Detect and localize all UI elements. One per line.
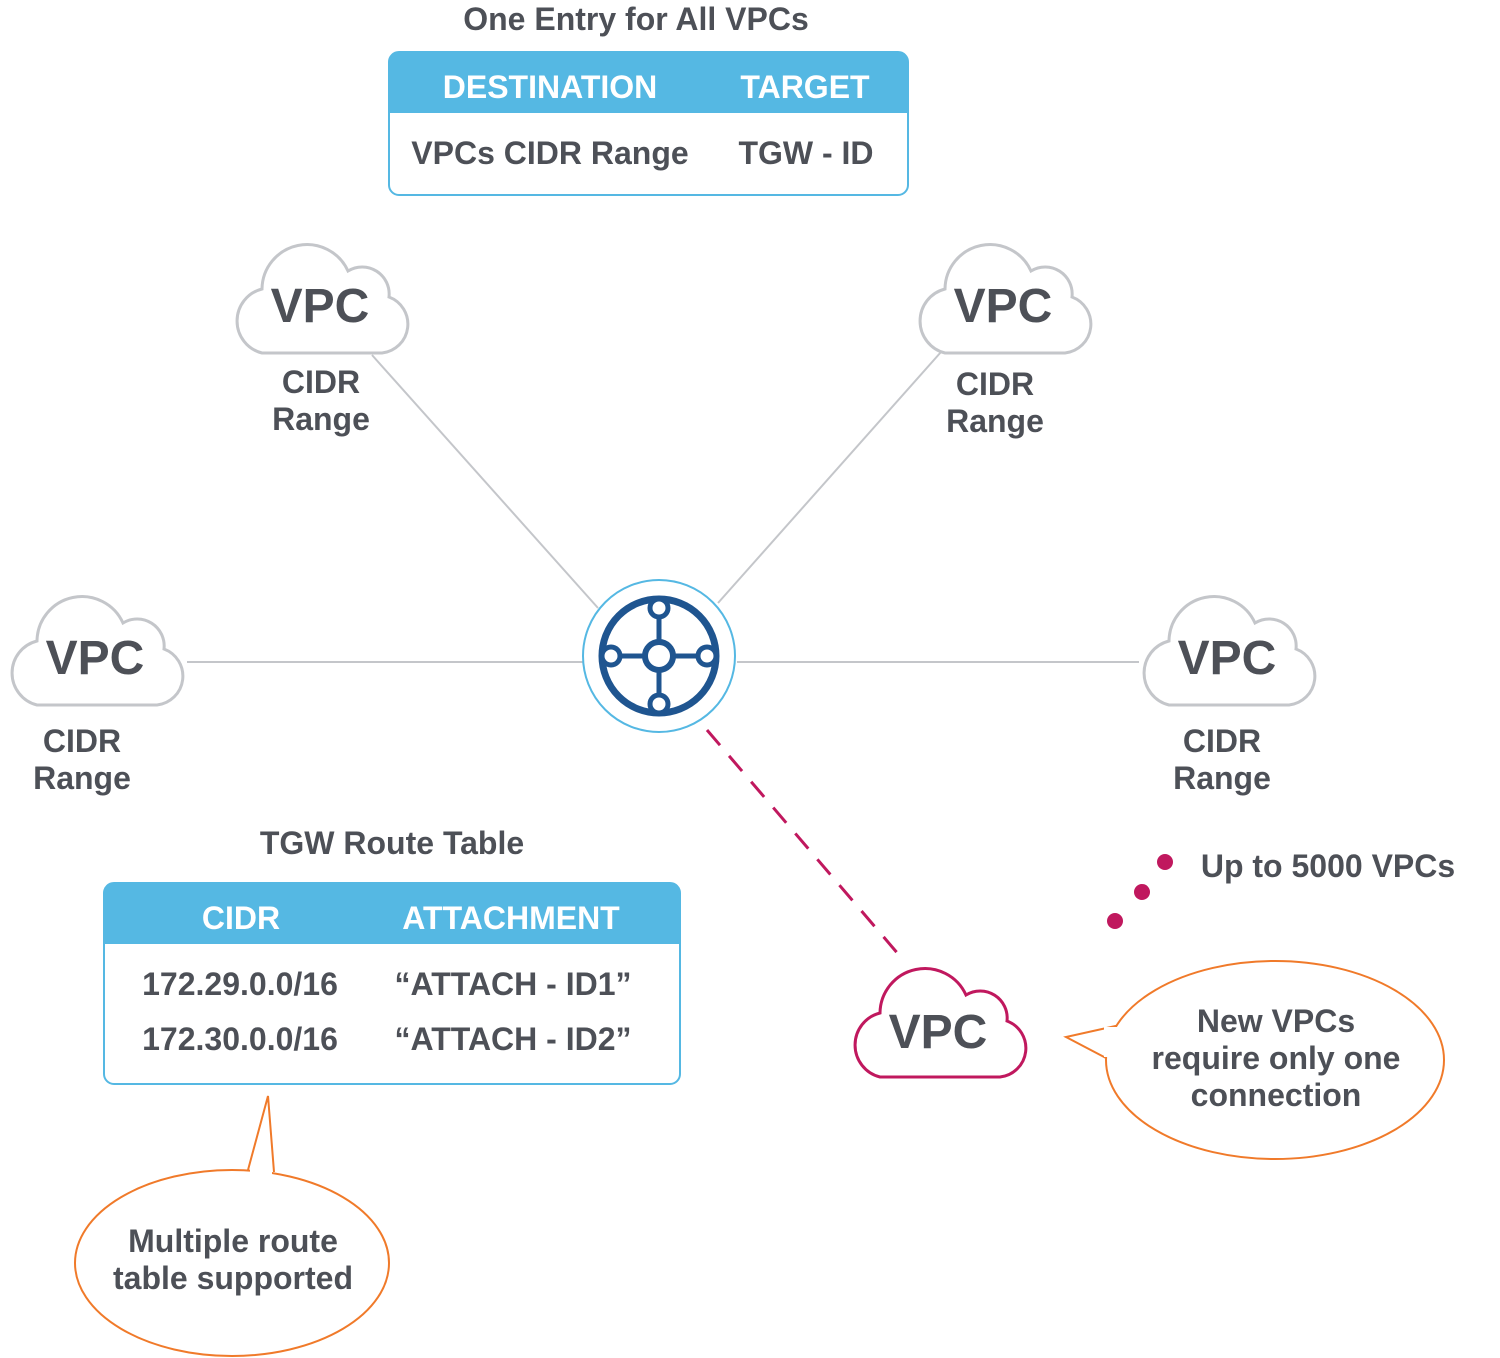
vpc-label: VPC [889, 1006, 988, 1059]
callout-text: table supported [113, 1260, 353, 1296]
more-vpcs-dots-icon [1107, 854, 1173, 929]
vpc-label: VPC [954, 280, 1053, 333]
cell-target: TGW - ID [738, 135, 873, 171]
header-attachment: ATTACHMENT [402, 900, 620, 936]
vpc-right: VPC CIDR Range [1142, 595, 1317, 796]
link-top-right [717, 351, 942, 604]
route-table-title: TGW Route Table [260, 825, 524, 861]
link-top-left [371, 354, 599, 609]
cidr-label: Range [1173, 760, 1271, 796]
cidr-label: Range [946, 403, 1044, 439]
callout-text: New VPCs [1197, 1003, 1355, 1039]
new-vpc: VPC [853, 967, 1028, 1079]
vpc-label: VPC [271, 280, 370, 333]
link-new-vpc-dashed [705, 729, 907, 963]
top-route-table: DESTINATION TARGET VPCs CIDR Range TGW -… [388, 51, 909, 196]
cidr-label: Range [33, 760, 131, 796]
cidr-label: Range [272, 401, 370, 437]
callout-new-vpcs: New VPCs require only one connection [1063, 960, 1445, 1160]
callout-route-tables: Multiple route table supported [74, 1095, 390, 1357]
top-table-title: One Entry for All VPCs [463, 1, 809, 37]
header-cidr: CIDR [202, 900, 280, 936]
vpc-left: VPC CIDR Range [10, 595, 185, 796]
cidr-label: CIDR [956, 366, 1034, 402]
row2-attachment: “ATTACH - ID2” [394, 1021, 631, 1057]
row2-cidr: 172.30.0.0/16 [142, 1021, 338, 1057]
vpc-label: VPC [1178, 632, 1277, 685]
transit-gateway-icon [582, 579, 736, 733]
cidr-label: CIDR [282, 364, 360, 400]
cidr-label: CIDR [43, 723, 121, 759]
vpc-label: VPC [46, 632, 145, 685]
header-target: TARGET [740, 69, 870, 105]
callout-text: require only one [1152, 1040, 1401, 1076]
cell-destination: VPCs CIDR Range [411, 135, 688, 171]
scale-note: Up to 5000 VPCs [1201, 848, 1455, 884]
vpc-top-left: VPC CIDR Range [235, 243, 410, 437]
vpc-top-right: VPC CIDR Range [918, 243, 1093, 439]
callout-text: Multiple route [128, 1223, 338, 1259]
row1-attachment: “ATTACH - ID1” [394, 966, 631, 1002]
row1-cidr: 172.29.0.0/16 [142, 966, 338, 1002]
header-destination: DESTINATION [443, 69, 658, 105]
tgw-route-table: CIDR ATTACHMENT 172.29.0.0/16 “ATTACH - … [103, 882, 681, 1085]
callout-text: connection [1191, 1077, 1362, 1113]
cidr-label: CIDR [1183, 723, 1261, 759]
